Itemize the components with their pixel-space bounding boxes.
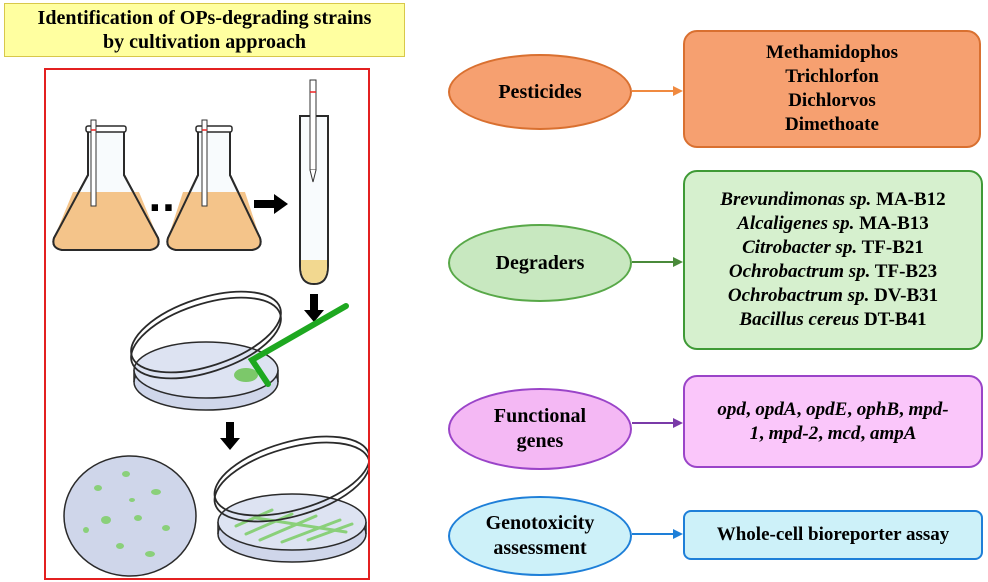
gene-item: mpd-	[908, 398, 949, 420]
degraders-label: Degraders	[495, 251, 585, 274]
pesticide-item: Dichlorvos	[788, 90, 876, 111]
functional-genes-list: opd, opdA, opdE, ophB, mpd- 1, mpd-2, mc…	[683, 375, 983, 468]
degrader-strain: DT-B41	[863, 309, 927, 330]
petri-dish-streak-icon	[130, 290, 349, 411]
genotoxicity-assay-box: Whole-cell bioreporter assay	[683, 510, 983, 560]
degrader-item: Alcaligenes sp. MA-B13	[737, 212, 929, 236]
gene-item: opd	[717, 398, 746, 420]
gene-item: opdA	[755, 398, 797, 420]
degrader-species: Brevundimonas sp.	[720, 189, 872, 210]
degrader-item: Ochrobactrum sp. TF-B23	[729, 260, 937, 284]
petri-dish-culture-icon	[213, 435, 368, 563]
genes-line-2: 1, mpd-2, mcd, ampA	[749, 422, 917, 444]
pesticides-list: Methamidophos Trichlorfon Dichlorvos Dim…	[683, 30, 981, 148]
gene-item: opdE	[806, 398, 848, 420]
degrader-strain: MA-B12	[876, 189, 946, 210]
degrader-strain: DV-B31	[874, 285, 939, 306]
genotoxicity-label-1: Genotoxicity	[485, 512, 595, 534]
genotoxicity-label-2: assessment	[493, 537, 587, 559]
assay-label: Whole-cell bioreporter assay	[716, 524, 950, 545]
gene-item: mcd	[827, 422, 861, 444]
pesticide-item: Dimethoate	[785, 114, 879, 135]
pesticide-item: Trichlorfon	[785, 66, 879, 87]
degrader-item: Brevundimonas sp. MA-B12	[720, 188, 945, 212]
pesticides-node: Pesticides	[448, 54, 632, 130]
title-line-1: Identification of OPs-degrading strains	[37, 7, 372, 29]
functional-genes-node: Functional genes	[448, 388, 632, 470]
degrader-strain: TF-B23	[874, 261, 938, 282]
functional-genes-label-2: genes	[516, 430, 564, 452]
flask-1-icon	[52, 119, 160, 251]
degraders-list: Brevundimonas sp. MA-B12 Alcaligenes sp.…	[683, 170, 983, 350]
genotoxicity-node: Genotoxicity assessment	[448, 496, 632, 576]
flask-2-icon	[166, 119, 262, 251]
cultivation-illustration: ····	[52, 79, 368, 577]
degraders-node: Degraders	[448, 224, 632, 302]
illustration-title: Identification of OPs-degrading strains …	[4, 3, 405, 57]
degrader-item: Bacillus cereus DT-B41	[739, 308, 926, 332]
colony-plate-icon	[63, 455, 197, 577]
degrader-item: Ochrobactrum sp. DV-B31	[728, 284, 938, 308]
degrader-species: Bacillus cereus	[739, 309, 860, 330]
arrow-right-icon	[254, 194, 288, 214]
degrader-species: Alcaligenes sp.	[737, 213, 855, 234]
genes-line-1: opd, opdA, opdE, ophB, mpd-	[717, 398, 949, 420]
cultivation-illustration-frame: ····	[44, 68, 370, 580]
arrow-down-icon-2	[220, 422, 240, 450]
arrow-down-icon	[304, 294, 324, 322]
gene-item: mpd-2	[768, 422, 819, 444]
degrader-species: Citrobacter sp.	[742, 237, 858, 258]
pesticide-item: Methamidophos	[766, 42, 898, 63]
gene-item: 1	[749, 422, 760, 444]
degrader-species: Ochrobactrum sp.	[727, 285, 870, 306]
pesticides-label: Pesticides	[498, 80, 582, 103]
gene-item: ampA	[869, 422, 917, 444]
functional-genes-label-1: Functional	[493, 405, 587, 427]
degrader-strain: TF-B21	[861, 237, 924, 258]
gene-item: ophB	[856, 398, 899, 420]
degrader-item: Citrobacter sp. TF-B21	[742, 236, 924, 260]
title-line-2: by cultivation approach	[103, 31, 306, 53]
test-tube-icon	[299, 79, 329, 286]
degrader-strain: MA-B13	[859, 213, 929, 234]
degrader-species: Ochrobactrum sp.	[728, 261, 871, 282]
